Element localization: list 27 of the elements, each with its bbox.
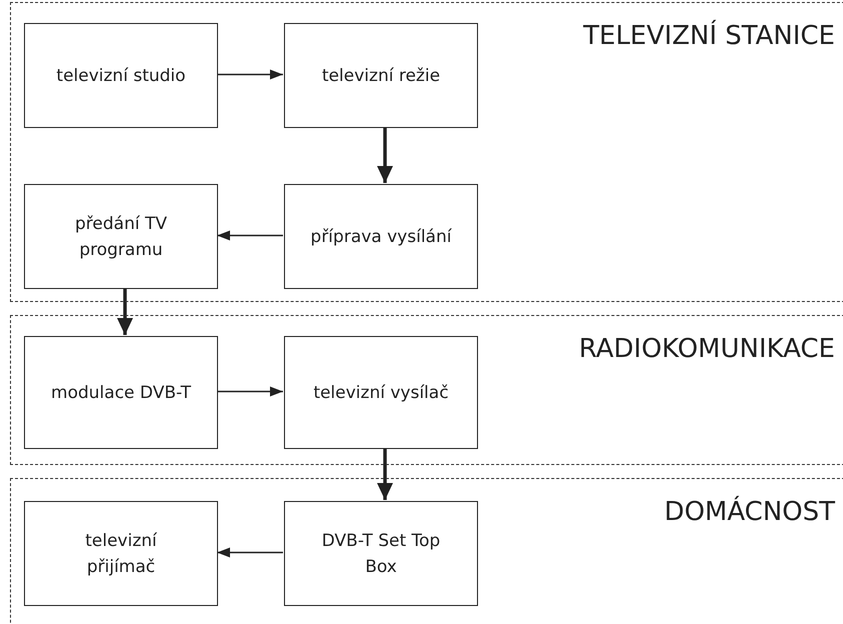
box-label: DVB-T Set Top Box (320, 530, 442, 578)
arrow (217, 70, 283, 80)
arrow (377, 448, 393, 500)
process-box (24, 23, 218, 128)
process-box (284, 336, 478, 449)
arrow (377, 127, 393, 183)
arrow (217, 386, 283, 396)
box-label: televizní přijímač (84, 530, 158, 578)
group-frame (10, 478, 843, 624)
arrow (117, 288, 133, 335)
arrow (217, 230, 283, 240)
process-box (284, 184, 478, 289)
box-label: modulace DVB-T (51, 382, 191, 404)
process-box (24, 336, 218, 449)
group-frame (10, 2, 843, 302)
group-title: RADIOKOMUNIKACE (578, 336, 835, 362)
box-label: televizní studio (56, 64, 186, 88)
box-label: předání TV programu (74, 212, 168, 262)
process-box (24, 501, 218, 606)
arrow (217, 548, 283, 558)
box-label: televizní vysílač (313, 382, 449, 404)
process-box (284, 23, 478, 128)
box-label: příprava vysílání (310, 226, 452, 248)
group-frame (10, 315, 843, 465)
box-label: televizní režie (322, 64, 440, 88)
process-box (24, 184, 218, 289)
process-box (284, 501, 478, 606)
